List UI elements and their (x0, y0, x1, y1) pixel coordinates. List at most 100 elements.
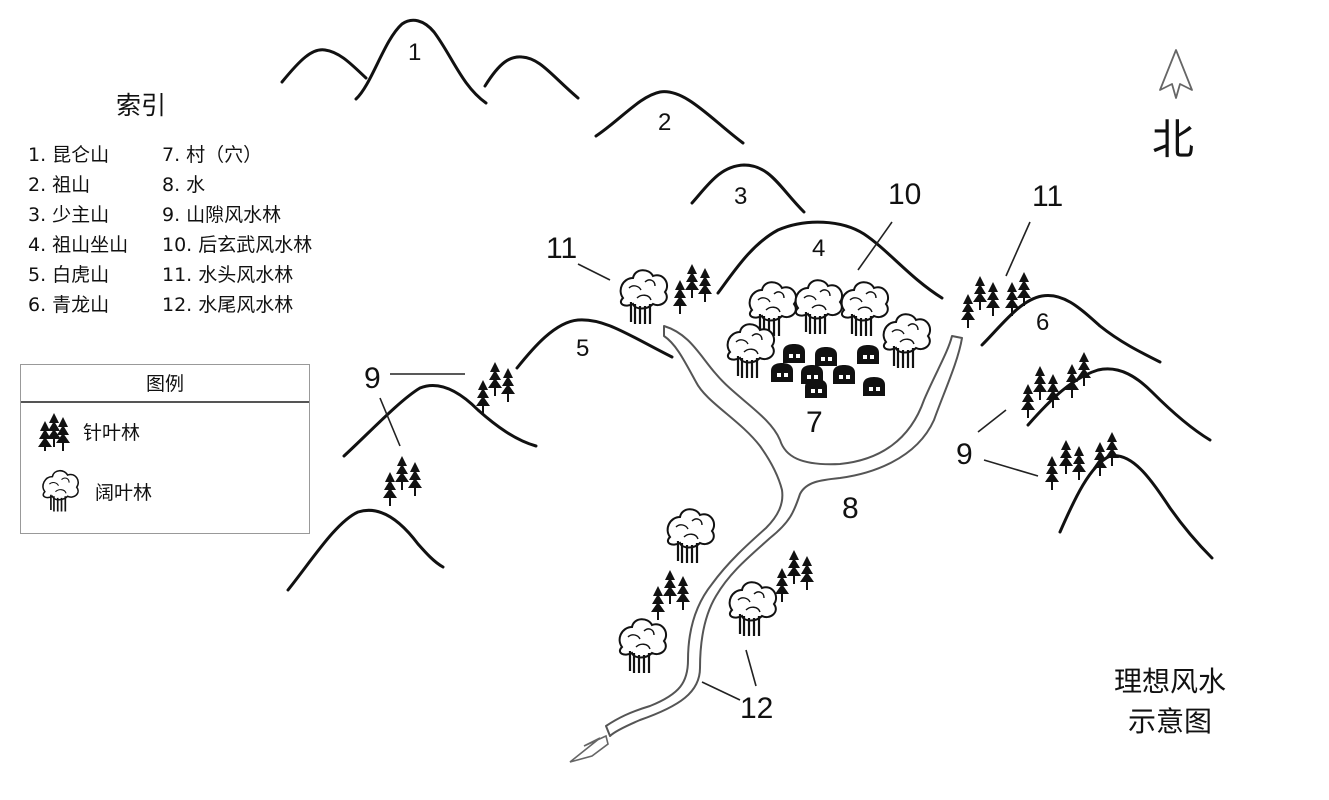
conifer-tree-icon (487, 361, 503, 397)
caption-line: 示意图 (1127, 705, 1212, 738)
house-icon (783, 344, 805, 363)
conifer-tree-icon (1092, 441, 1108, 477)
conifer-tree-icon (1020, 383, 1036, 419)
river (569, 325, 963, 763)
legend-row-broadleaf: 阔叶林 (37, 469, 152, 513)
legend-label-conifer: 针叶林 (83, 421, 141, 444)
conifer-tree-icon (672, 279, 688, 315)
north-arrow-icon (1159, 49, 1193, 99)
conifer-tree-icon (697, 267, 713, 303)
label-5: 5 (576, 335, 589, 362)
caption-line: 理想风水 (1113, 665, 1226, 698)
conifer-tree-icon (1104, 431, 1120, 467)
broadleaf-tree-icon (794, 279, 844, 336)
index-item: 12. 水尾风水林 (162, 294, 294, 316)
ridge-kunlun-right (483, 55, 580, 100)
conifer-tree-icon (675, 575, 691, 611)
broadleaf-tree-icon (619, 269, 669, 326)
index-item: 3. 少主山 (28, 204, 110, 226)
index-item: 11. 水头风水林 (162, 264, 294, 286)
ridge-shaozhushan (690, 163, 806, 214)
index-title: 索引 (116, 91, 167, 120)
broadleaf-tree-icon (42, 469, 80, 513)
label-9-left: 9 (364, 362, 381, 395)
house-icon (863, 377, 885, 396)
conifer-tree-icon (500, 367, 516, 403)
index-item: 4. 祖山坐山 (28, 234, 129, 256)
ridge-kunlun-left (280, 48, 368, 84)
index-item: 2. 祖山 (28, 174, 91, 196)
legend-label-broadleaf: 阔叶林 (95, 481, 153, 504)
index-item: 1. 昆仑山 (28, 144, 110, 166)
broadleaf-tree-icon (726, 323, 776, 380)
conifer-tree-icon (1044, 455, 1060, 491)
conifer-tree-icon (1064, 363, 1080, 399)
label-11-right: 11 (1032, 180, 1063, 213)
north-label: 北 (1152, 115, 1195, 164)
conifer-tree-icon (394, 455, 410, 491)
conifer-tree-icon (684, 263, 700, 299)
broadleaf-tree-icon (840, 281, 890, 338)
ridge-zushan-zuoshan (716, 220, 944, 300)
conifer-tree-icon (662, 569, 678, 605)
ridge-right-middle (1026, 367, 1212, 442)
legend-row-conifer: 针叶林 (37, 409, 140, 453)
conifer-tree-icon (37, 412, 71, 451)
mountain-ridges (280, 18, 1214, 592)
conifer-tree-icon (960, 293, 976, 329)
conifer-tree-icon (382, 471, 398, 507)
conifer-tree-icon (972, 275, 988, 311)
ridge-right-lower (1058, 454, 1214, 560)
house-icon (805, 379, 827, 398)
label-4: 4 (812, 235, 825, 262)
broadleaf-tree-icon (728, 581, 778, 638)
conifer-tree-icon (1076, 351, 1092, 387)
broadleaf-tree-icon (882, 313, 932, 370)
label-1: 1 (408, 39, 421, 66)
ridge-zushan (594, 90, 745, 145)
village-houses (771, 344, 885, 398)
index-item: 6. 青龙山 (28, 294, 110, 316)
index-list-left: 1. 昆仑山 2. 祖山 3. 少主山 4. 祖山坐山 5. 白虎山 6. 青龙… (28, 140, 128, 320)
number-labels: 1 2 3 4 5 6 7 8 9 9 10 11 11 12 (364, 39, 1063, 725)
conifer-tree-icon (786, 549, 802, 585)
index-item: 9. 山隙风水林 (162, 204, 282, 226)
house-icon (771, 363, 793, 382)
index-item: 10. 后玄武风水林 (162, 234, 313, 256)
label-7: 7 (806, 406, 823, 439)
label-2: 2 (658, 109, 671, 136)
ridge-kunlun (354, 18, 488, 105)
house-icon (857, 345, 879, 364)
conifer-tree-icon (1058, 439, 1074, 475)
conifer-tree-icon (650, 585, 666, 621)
ridge-baihu-lower (342, 383, 538, 458)
label-9-right: 9 (956, 438, 973, 471)
conifer-tree-icon (1071, 445, 1087, 481)
broadleaf-tree-icon (618, 618, 668, 675)
index-item: 7. 村（穴） (162, 144, 263, 166)
ridge-baihu (515, 318, 674, 370)
index-list-right: 7. 村（穴） 8. 水 9. 山隙风水林 10. 后玄武风水林 11. 水头风… (162, 140, 312, 320)
broadleaf-tree-icon (666, 508, 716, 565)
conifer-tree-icon (774, 567, 790, 603)
house-icon (833, 365, 855, 384)
label-6: 6 (1036, 309, 1049, 336)
ridge-far-left (286, 508, 445, 592)
label-3: 3 (734, 183, 747, 210)
conifer-tree-icon (799, 555, 815, 591)
leader-lines (379, 221, 1039, 701)
conifer-tree-icon (407, 461, 423, 497)
ridge-qinglong (980, 293, 1162, 364)
conifer-tree-icon (1032, 365, 1048, 401)
river-channel (605, 325, 963, 737)
house-icon (815, 347, 837, 366)
label-10: 10 (888, 178, 921, 211)
legend-box: 图例 针叶林 阔叶林 (20, 364, 310, 534)
flow-direction-arrow-icon (569, 734, 609, 763)
label-12: 12 (740, 692, 773, 725)
index-item: 8. 水 (162, 174, 206, 196)
label-11-left: 11 (546, 232, 577, 265)
conifer-tree-icon (985, 281, 1001, 317)
label-8: 8 (842, 492, 859, 525)
